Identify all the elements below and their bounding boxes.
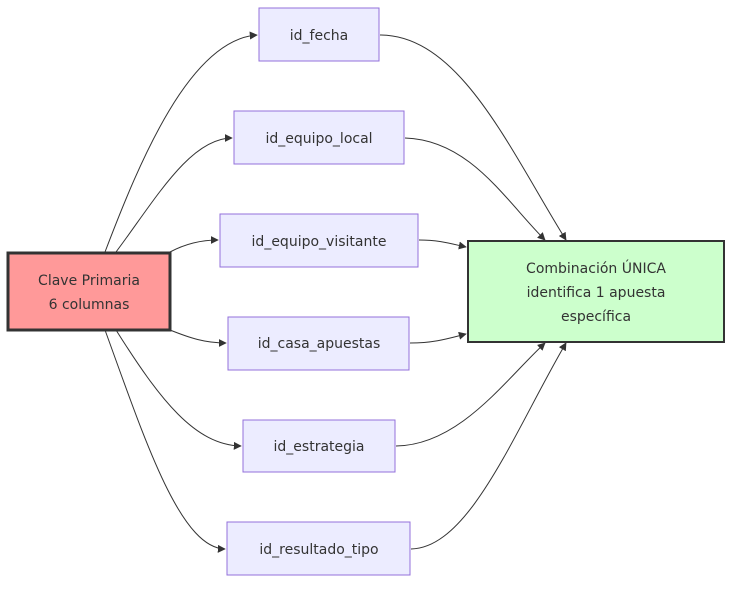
- node-id-equipo-local: id_equipo_local: [233, 110, 405, 165]
- node-id-fecha: id_fecha: [258, 7, 380, 62]
- edge-primary-key-to-id-casa-apuestas: [169, 329, 227, 347]
- edge-id-estrategia-to-unique-combo: [395, 342, 546, 447]
- edge-primary-key-to-id-resultado-tipo: [104, 329, 226, 553]
- unique-combination-label-line-2: identifica 1 apuesta: [527, 285, 666, 301]
- node-unique-combination: Combinación ÚNICA identifica 1 apuesta e…: [467, 240, 725, 343]
- id-equipo-local-label: id_equipo_local: [265, 131, 372, 147]
- node-id-estrategia: id_estrategia: [242, 419, 396, 473]
- id-fecha-label: id_fecha: [290, 28, 348, 44]
- primary-key-label-line-2: 6 columnas: [49, 297, 130, 313]
- node-id-equipo-visitante: id_equipo_visitante: [219, 213, 419, 268]
- edge-id-fecha-to-unique-combo: [379, 34, 567, 241]
- edge-id-resultado-tipo-to-unique-combo: [410, 342, 567, 550]
- edge-primary-key-to-id-estrategia: [115, 329, 242, 450]
- primary-key-label-line-1: Clave Primaria: [38, 273, 140, 289]
- id-casa-apuestas-label: id_casa_apuestas: [258, 336, 381, 352]
- unique-combination-box: [467, 240, 725, 343]
- edge-id-equipo-local-to-unique-combo: [404, 137, 546, 241]
- id-resultado-tipo-box: [226, 521, 411, 576]
- node-primary-key: Clave Primaria 6 columnas: [6, 251, 172, 332]
- node-id-resultado-tipo: id_resultado_tipo: [226, 521, 411, 576]
- edge-primary-key-to-id-equipo-local: [115, 134, 233, 253]
- id-fecha-box: [258, 7, 380, 62]
- unique-combination-label-line-1: Combinación ÚNICA: [526, 259, 666, 277]
- id-casa-apuestas-box: [227, 316, 410, 371]
- node-id-casa-apuestas: id_casa_apuestas: [227, 316, 410, 371]
- id-estrategia-box: [242, 419, 396, 473]
- edge-primary-key-to-id-equipo-visitante: [169, 236, 219, 253]
- edge-id-equipo-visitante-to-unique-combo: [418, 239, 467, 250]
- id-equipo-visitante-label: id_equipo_visitante: [252, 234, 387, 250]
- edge-id-casa-apuestas-to-unique-combo: [409, 331, 467, 344]
- id-estrategia-label: id_estrategia: [274, 439, 365, 455]
- unique-combination-label-line-3: específica: [561, 309, 631, 325]
- id-resultado-tipo-label: id_resultado_tipo: [259, 542, 378, 558]
- edge-primary-key-to-id-fecha: [104, 31, 258, 253]
- primary-key-box: [6, 251, 172, 332]
- edges: [104, 31, 567, 553]
- id-equipo-visitante-box: [219, 213, 419, 268]
- id-equipo-local-box: [233, 110, 405, 165]
